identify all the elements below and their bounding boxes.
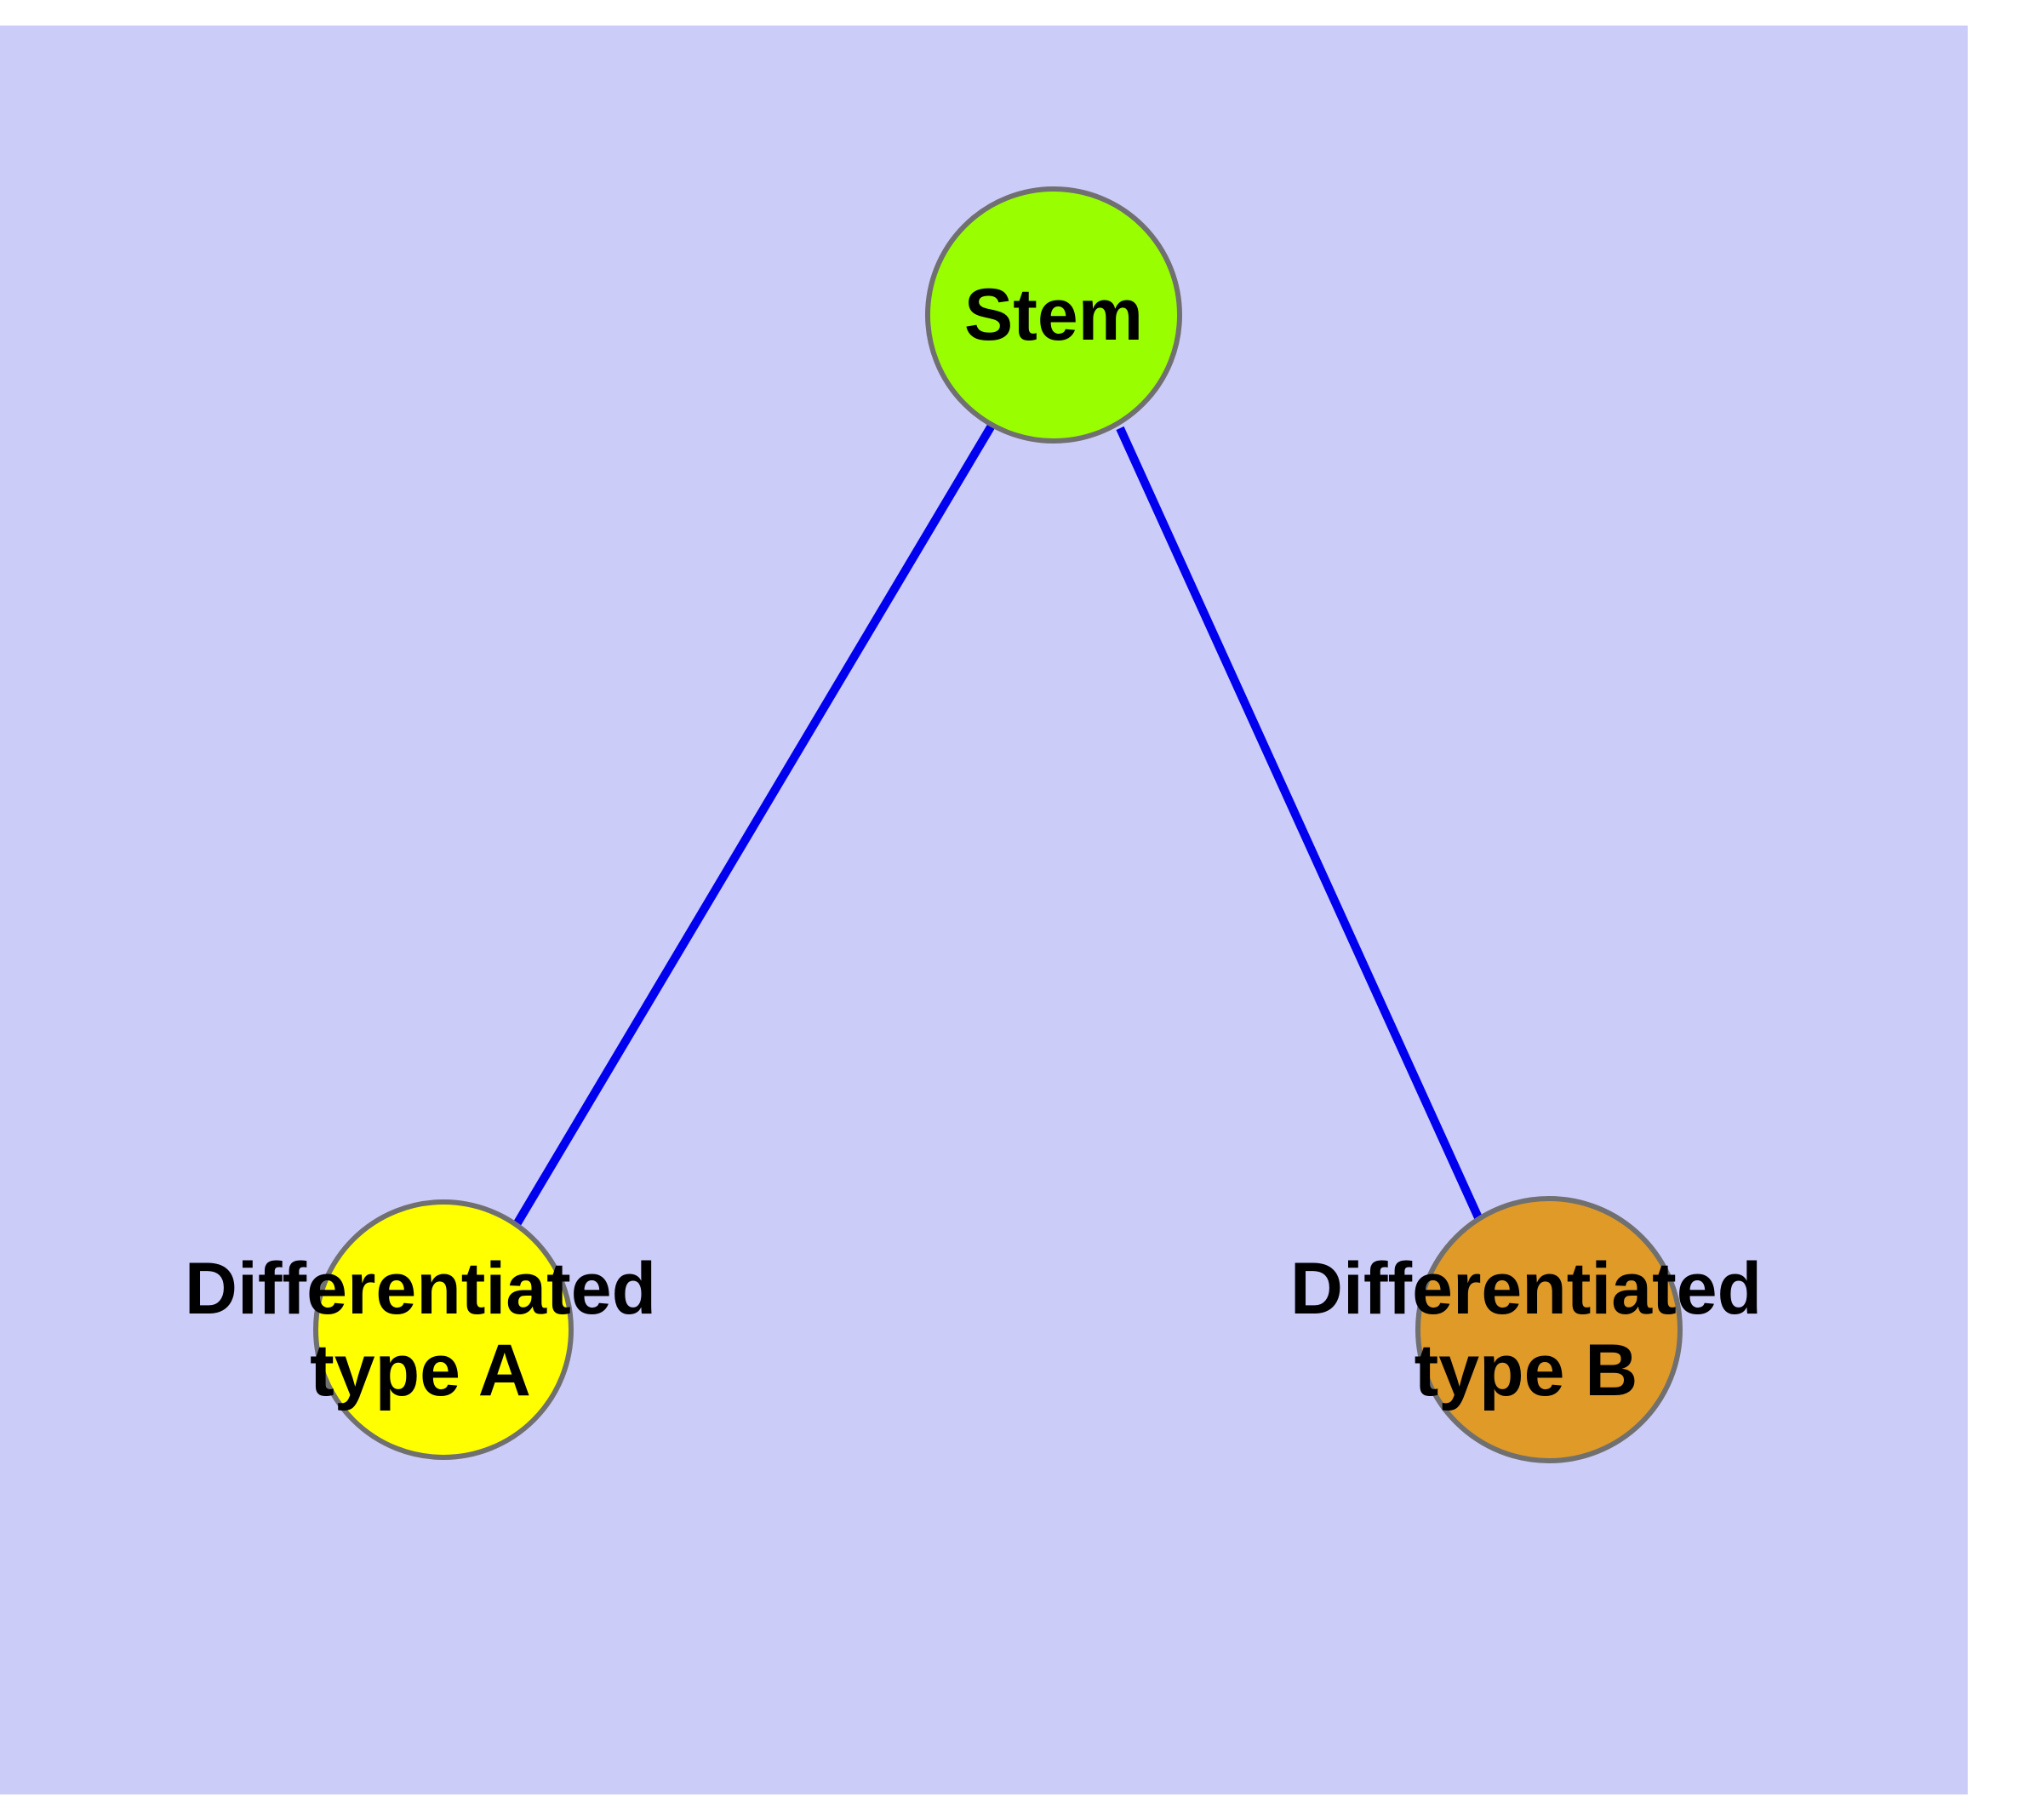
edge-stem-to-differentiated-type-a[interactable] [512, 423, 996, 1228]
node-circle-stem[interactable] [925, 186, 1182, 444]
node-circle-differentiated-type-a[interactable] [313, 1199, 574, 1460]
node-label-line: type B [1415, 1330, 1638, 1411]
node-label-line: Stem [964, 274, 1143, 356]
node-circle-differentiated-type-b[interactable] [1415, 1196, 1683, 1463]
node-label-line: Differentiated [1290, 1248, 1762, 1330]
node-label-line: Differentiated [185, 1248, 656, 1330]
node-stem[interactable]: Stem [925, 186, 1182, 444]
node-label-stem: Stem [964, 274, 1143, 356]
edges-layer [512, 423, 1485, 1228]
edge-stem-to-differentiated-type-b[interactable] [1116, 426, 1485, 1226]
node-label-line: type A [310, 1330, 531, 1411]
